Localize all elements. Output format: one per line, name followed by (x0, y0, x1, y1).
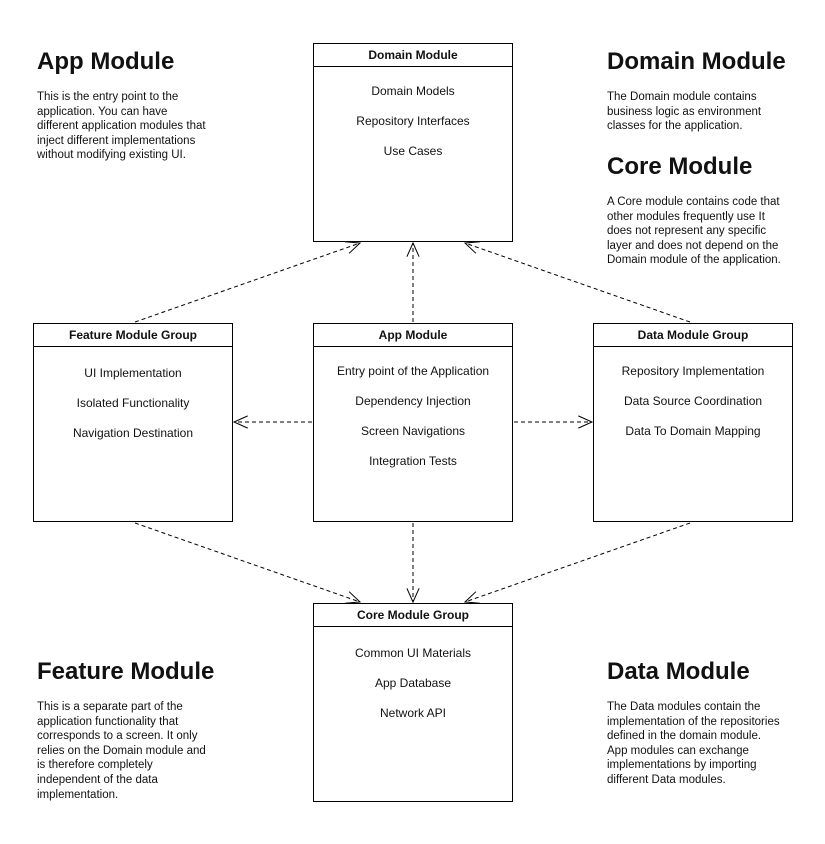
feature-item: Isolated Functionality (76, 396, 190, 410)
app-item: Dependency Injection (355, 394, 471, 408)
arrow-data-to-core (464, 522, 691, 603)
arrowhead-app-to-domain (406, 241, 420, 257)
app-item: Entry point of the Application (336, 364, 490, 378)
data-item: Repository Implementation (621, 364, 765, 378)
arrowhead-feature-to-core (345, 591, 362, 604)
feature-module-section: Feature Module This is a separate part o… (37, 658, 257, 802)
core-module-group-box: Core Module Group Common UI Materials Ap… (313, 603, 513, 802)
app-module-box: App Module Entry point of the Applicatio… (313, 323, 513, 522)
app-item: Screen Navigations (360, 424, 466, 438)
feature-module-description: This is a separate part of the applicati… (37, 701, 206, 801)
data-module-group-title: Data Module Group (594, 324, 792, 347)
domain-item: Use Cases (383, 144, 443, 158)
domain-module-section: Domain Module The Domain module contains… (607, 48, 817, 134)
app-module-title: App Module (314, 324, 512, 347)
core-item: Network API (379, 706, 447, 720)
arrow-data-to-domain (464, 242, 691, 323)
core-module-heading: Core Module (607, 153, 753, 180)
arrowhead-app-to-core (406, 588, 420, 604)
app-item: Integration Tests (369, 454, 457, 468)
domain-module-box: Domain Module Domain Models Repository I… (313, 43, 513, 242)
core-item: Common UI Materials (354, 646, 472, 660)
core-module-group-title: Core Module Group (314, 604, 512, 627)
core-module-description: A Core module contains code that other m… (607, 196, 781, 267)
app-module-section: App Module This is the entry point to th… (37, 48, 257, 163)
core-item: App Database (374, 676, 452, 690)
arrow-feature-to-core (134, 522, 361, 603)
feature-item: UI Implementation (84, 366, 182, 380)
arrowhead-feature-to-domain (345, 241, 362, 254)
data-item: Data Source Coordination (623, 394, 763, 408)
data-module-description: The Data modules contain the implementat… (607, 701, 780, 786)
app-module-description: This is the entry point to the applicati… (37, 91, 206, 162)
domain-module-description: The Domain module contains business logi… (607, 91, 762, 133)
domain-item: Repository Interfaces (356, 114, 470, 128)
arrowhead-data-to-domain (463, 241, 480, 254)
domain-item: Domain Models (371, 84, 455, 98)
core-module-section: Core Module A Core module contains code … (607, 153, 817, 268)
arrowhead-app-to-feature (232, 415, 248, 429)
app-module-heading: App Module (37, 48, 175, 75)
data-module-section: Data Module The Data modules contain the… (607, 658, 817, 788)
data-item: Data To Domain Mapping (625, 424, 761, 438)
feature-module-group-box: Feature Module Group UI Implementation I… (33, 323, 233, 522)
arrowhead-app-to-data (578, 415, 594, 429)
feature-item: Navigation Destination (72, 426, 194, 440)
domain-module-title: Domain Module (314, 44, 512, 67)
arrow-feature-to-domain (134, 242, 361, 323)
feature-module-group-title: Feature Module Group (34, 324, 232, 347)
data-module-heading: Data Module (607, 658, 750, 685)
data-module-group-box: Data Module Group Repository Implementat… (593, 323, 793, 522)
arrowhead-data-to-core (463, 591, 480, 604)
feature-module-heading: Feature Module (37, 658, 215, 685)
domain-module-heading: Domain Module (607, 48, 786, 75)
